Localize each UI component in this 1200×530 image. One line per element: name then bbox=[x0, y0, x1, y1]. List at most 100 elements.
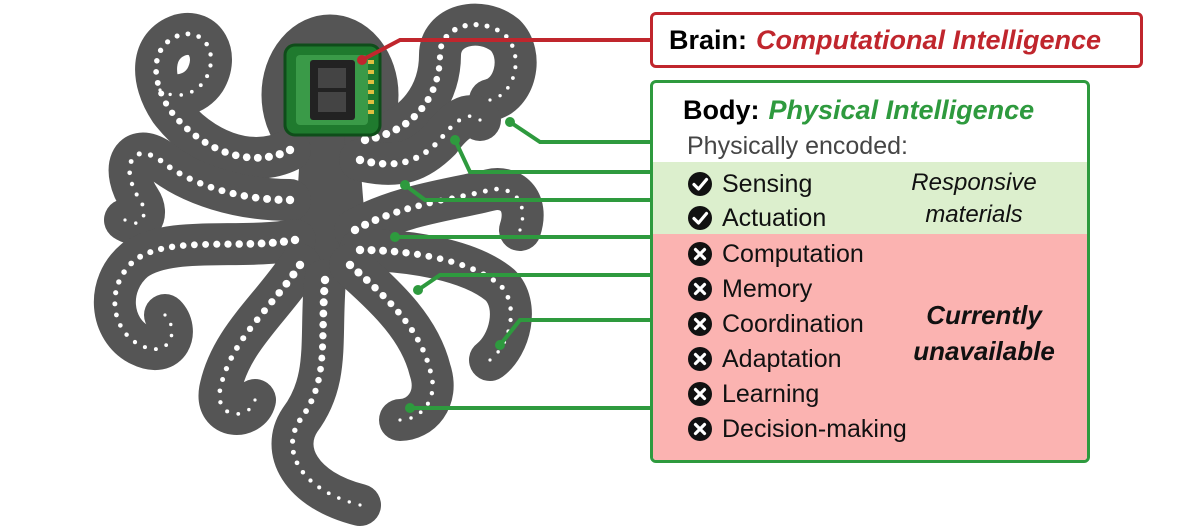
sucker-dot bbox=[257, 239, 266, 248]
sucker-dot bbox=[268, 238, 277, 247]
sucker-dot bbox=[260, 307, 268, 315]
list-item-adaptation: Adaptation bbox=[687, 342, 842, 376]
sucker-dot bbox=[361, 220, 370, 229]
sucker-dot bbox=[452, 26, 458, 33]
sucker-dot bbox=[190, 241, 198, 249]
sucker-dot bbox=[432, 142, 438, 148]
sucker-dot bbox=[484, 23, 490, 29]
sucker-dot bbox=[387, 300, 395, 308]
sucker-dot bbox=[390, 160, 398, 168]
item-label: Decision-making bbox=[722, 414, 907, 443]
sucker-dot bbox=[424, 357, 430, 363]
cross-icon bbox=[688, 312, 712, 336]
sucker-dot bbox=[129, 181, 135, 187]
sucker-dot bbox=[168, 243, 176, 251]
brain-title: Computational Intelligence bbox=[756, 24, 1102, 55]
sucker-dot bbox=[350, 225, 360, 235]
sucker-dot bbox=[282, 279, 291, 288]
item-label: Coordination bbox=[722, 309, 864, 338]
sucker-dot bbox=[513, 54, 518, 59]
sucker-dot bbox=[168, 109, 176, 116]
sucker-dot bbox=[478, 118, 482, 122]
encoded-subtitle: Physically encoded: bbox=[687, 132, 908, 160]
chip-icon bbox=[283, 43, 382, 137]
sucker-dot bbox=[163, 313, 167, 317]
sucker-dot bbox=[224, 240, 232, 248]
item-label: Actuation bbox=[722, 203, 827, 232]
note-line: materials bbox=[925, 201, 1023, 228]
body-connectors bbox=[395, 120, 652, 410]
sucker-dot bbox=[147, 152, 154, 158]
sucker-dot bbox=[355, 155, 365, 165]
sucker-dot bbox=[242, 153, 251, 162]
sucker-dot bbox=[319, 332, 327, 340]
sucker-dot bbox=[213, 240, 221, 248]
sucker-dot bbox=[317, 485, 322, 490]
sucker-dot bbox=[355, 245, 365, 255]
sucker-dot bbox=[319, 298, 328, 307]
sucker-dot bbox=[498, 93, 502, 98]
sucker-dot bbox=[251, 193, 260, 202]
sucker-dot bbox=[499, 284, 505, 290]
sucker-dot bbox=[153, 347, 158, 352]
sucker-dot bbox=[154, 79, 161, 86]
sucker-dot bbox=[168, 92, 172, 97]
sucker-dot bbox=[414, 336, 421, 343]
sucker-dot bbox=[229, 189, 237, 198]
sucker-dot bbox=[425, 401, 430, 406]
sucker-dot bbox=[196, 180, 204, 187]
sucker-dot bbox=[506, 86, 510, 90]
sucker-dot bbox=[390, 247, 399, 256]
item-label: Memory bbox=[722, 274, 813, 303]
sucker-dot bbox=[157, 157, 164, 164]
sucker-dot bbox=[404, 205, 412, 213]
cross-icon bbox=[688, 382, 712, 406]
sucker-dot bbox=[496, 350, 500, 354]
sucker-dot bbox=[358, 503, 362, 507]
sucker-dot bbox=[218, 187, 226, 195]
sucker-dot bbox=[116, 279, 122, 285]
sucker-dot bbox=[240, 335, 247, 342]
sucker-dot bbox=[176, 117, 183, 125]
sucker-dot bbox=[494, 27, 500, 33]
sucker-dot bbox=[246, 240, 255, 248]
body-label-box: Body:Physical Intelligence Physically en… bbox=[650, 80, 1090, 463]
sucker-dot bbox=[448, 258, 455, 265]
sucker-dot bbox=[379, 291, 387, 300]
sucker-dot bbox=[147, 249, 154, 256]
body-title-text: Physical Intelligence bbox=[768, 95, 1035, 125]
sucker-dot bbox=[382, 212, 390, 220]
sucker-dot bbox=[162, 100, 170, 107]
sucker-dot bbox=[504, 34, 509, 39]
sucker-dot bbox=[488, 358, 492, 362]
sucker-dot bbox=[415, 202, 422, 210]
sucker-dot bbox=[402, 249, 410, 257]
sucker-dot bbox=[460, 193, 466, 199]
sucker-dot bbox=[169, 322, 173, 327]
sucker-dot bbox=[488, 98, 492, 102]
sucker-dot bbox=[235, 240, 243, 248]
list-item-coordination: Coordination bbox=[687, 307, 864, 341]
sucker-dot bbox=[179, 242, 187, 249]
sucker-dot bbox=[137, 253, 144, 260]
sucker-dot bbox=[436, 54, 444, 61]
sucker-dot bbox=[371, 283, 379, 292]
sucker-dot bbox=[438, 43, 445, 50]
sucker-dot bbox=[268, 298, 276, 306]
sucker-dot bbox=[164, 343, 169, 348]
sucker-dot bbox=[519, 205, 524, 210]
currently-unavailable-note: Currently unavailable bbox=[889, 297, 1079, 369]
sucker-dot bbox=[264, 152, 273, 161]
sucker-dot bbox=[113, 290, 119, 296]
sucker-dot bbox=[320, 275, 330, 285]
cross-icon bbox=[688, 417, 712, 441]
sucker-dot bbox=[345, 260, 355, 270]
sucker-dot bbox=[275, 150, 284, 159]
sucker-dot bbox=[418, 104, 426, 113]
sucker-dot bbox=[211, 144, 219, 152]
sucker-dot bbox=[290, 235, 300, 245]
brain-connector bbox=[357, 38, 652, 65]
sucker-dot bbox=[402, 317, 409, 325]
sucker-dot bbox=[508, 317, 513, 323]
sucker-dot bbox=[128, 260, 135, 267]
